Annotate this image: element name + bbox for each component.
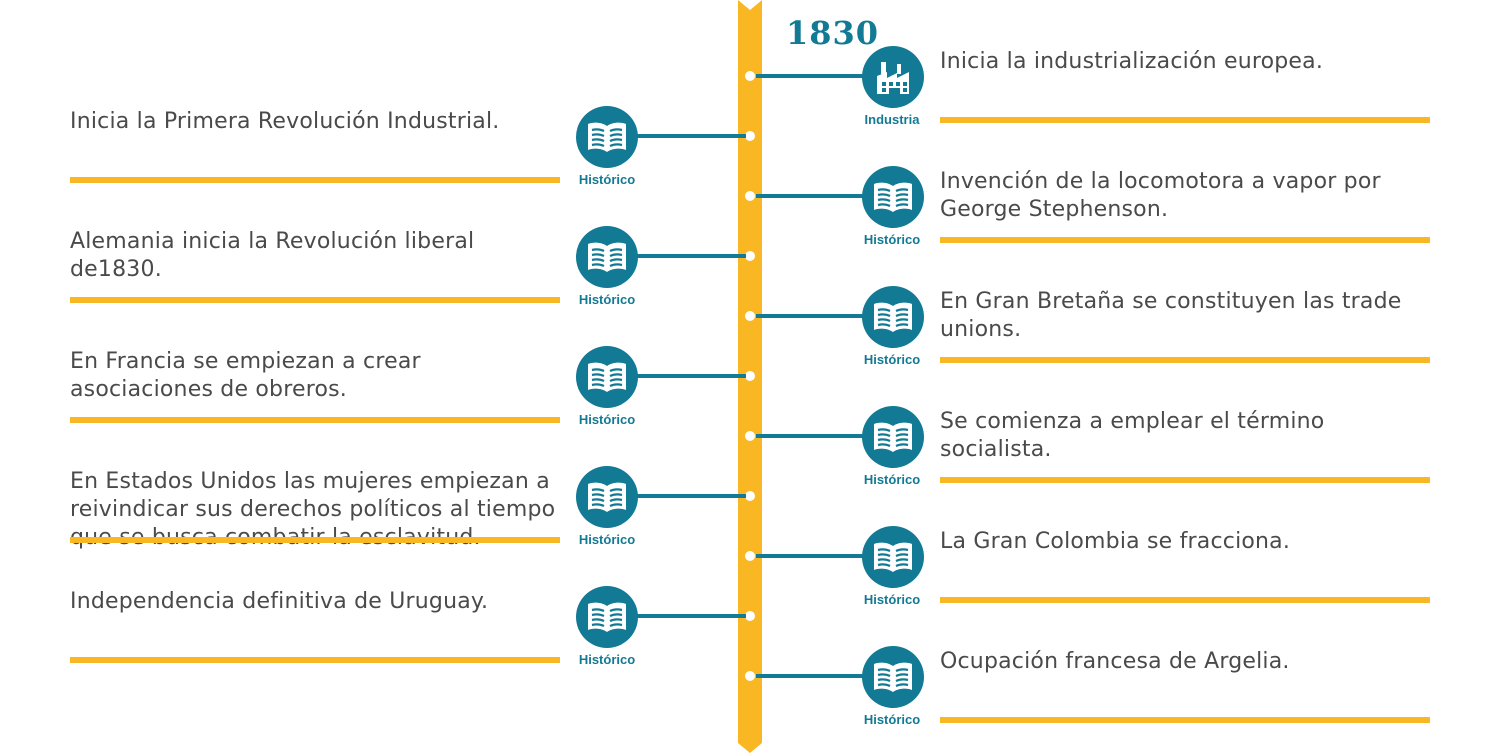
event-text: Invención de la locomotora a vapor por G… (940, 169, 1381, 222)
book-icon (862, 166, 924, 228)
event-category: Histórico (863, 592, 921, 607)
event-underline (940, 477, 1430, 483)
timeline-connector (756, 74, 896, 78)
book-icon (576, 226, 638, 288)
event-text: Inicia la Primera Revolución Industrial. (70, 109, 500, 134)
timeline-dot (745, 251, 755, 261)
event-text: Independencia definitiva de Uruguay. (70, 589, 489, 614)
timeline-connector (756, 434, 896, 438)
timeline-dot (745, 611, 755, 621)
timeline-dot (745, 191, 755, 201)
event-text: Se comienza a emplear el término sociali… (940, 409, 1325, 462)
timeline-dot (745, 71, 755, 81)
event-text: Alemania inicia la Revolución liberal de… (70, 229, 475, 282)
event-underline (70, 537, 560, 543)
timeline-connector (606, 254, 746, 258)
timeline-connector (756, 674, 896, 678)
timeline-dot (745, 131, 755, 141)
event-category: Industria (864, 112, 920, 127)
event-category: Histórico (863, 352, 921, 367)
timeline-dot (745, 311, 755, 321)
event-underline (940, 117, 1430, 123)
event-underline (940, 717, 1430, 723)
event-category: Histórico (578, 652, 636, 667)
event-text: Inicia la industrialización europea. (940, 49, 1324, 74)
event-category: Histórico (578, 292, 636, 307)
event-underline (70, 177, 560, 183)
timeline-connector (606, 614, 746, 618)
book-icon (862, 646, 924, 708)
event-category: Histórico (578, 412, 636, 427)
book-icon (862, 406, 924, 468)
event-underline (70, 417, 560, 423)
timeline-connector (606, 134, 746, 138)
timeline-connector (606, 494, 746, 498)
timeline-dot (745, 491, 755, 501)
timeline-dot (745, 671, 755, 681)
event-underline (70, 297, 560, 303)
timeline-dot (745, 551, 755, 561)
event-underline (940, 357, 1430, 363)
event-category: Histórico (863, 232, 921, 247)
book-icon (576, 586, 638, 648)
timeline-connector (756, 194, 896, 198)
timeline-dot (745, 371, 755, 381)
event-category: Histórico (578, 532, 636, 547)
timeline-connector (606, 374, 746, 378)
book-icon (576, 346, 638, 408)
factory-icon (862, 46, 924, 108)
book-icon (862, 526, 924, 588)
event-underline (70, 657, 560, 663)
event-underline (940, 237, 1430, 243)
timeline-connector (756, 314, 896, 318)
event-text: La Gran Colombia se fracciona. (940, 529, 1291, 554)
event-category: Histórico (863, 712, 921, 727)
event-underline (940, 597, 1430, 603)
event-category: Histórico (863, 472, 921, 487)
book-icon (862, 286, 924, 348)
book-icon (576, 466, 638, 528)
book-icon (576, 106, 638, 168)
event-text: Ocupación francesa de Argelia. (940, 649, 1290, 674)
event-text: En Gran Bretaña se constituyen las trade… (940, 289, 1402, 342)
event-text: En Francia se empiezan a crear asociacio… (70, 349, 421, 402)
event-category: Histórico (578, 172, 636, 187)
timeline-dot (745, 431, 755, 441)
timeline-connector (756, 554, 896, 558)
timeline-year: 1830 (786, 14, 880, 52)
